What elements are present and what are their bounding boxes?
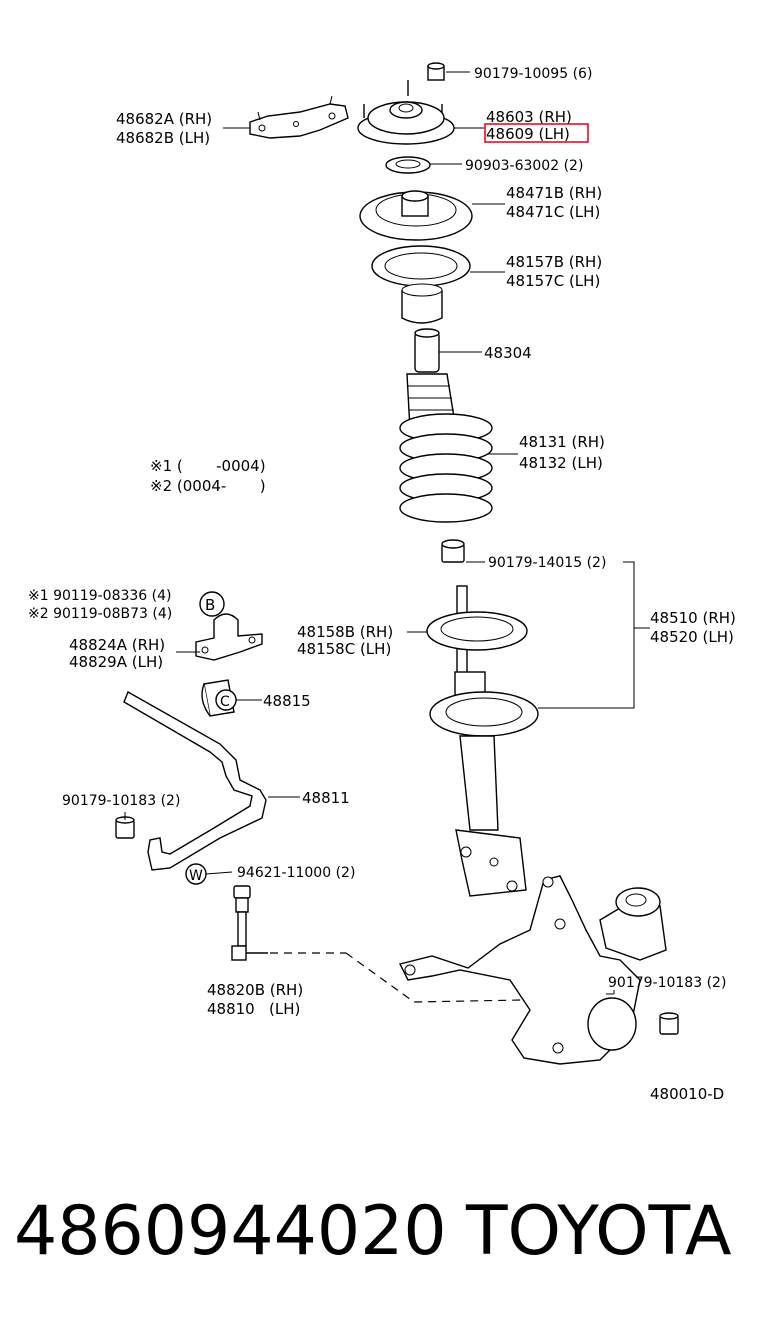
part-number: 4860944020: [14, 1192, 447, 1271]
label-strut-mount-rh[interactable]: 48603 (RH): [486, 108, 572, 126]
bearing-icon: [385, 156, 431, 174]
diagram-code: 480010-D: [650, 1085, 724, 1103]
label-stab-bracket-lh[interactable]: 48829A (LH): [69, 653, 163, 671]
ref-w-letter: W: [189, 868, 203, 884]
label-upper-seat-rh[interactable]: 48471B (RH): [506, 184, 602, 202]
label-link-lh[interactable]: 48810 (LH): [207, 1000, 300, 1018]
brand-name: TOYOTA: [466, 1192, 732, 1271]
ref-b-icon: [199, 591, 225, 617]
label-washer[interactable]: 94621-11000 (2): [237, 865, 355, 881]
mount-bracket-icon: [249, 95, 349, 139]
highlight-box: [484, 123, 589, 143]
label-link-rh[interactable]: 48820B (RH): [207, 981, 303, 999]
label-insulator-rh[interactable]: 48157B (RH): [506, 253, 602, 271]
label-strut-lh[interactable]: 48520 (LH): [650, 628, 734, 646]
label-mount-bracket-lh[interactable]: 48682B (LH): [116, 129, 210, 147]
label-lower-seat-lh[interactable]: 48158C (LH): [297, 640, 391, 658]
knuckle-nut-icon: [659, 1012, 679, 1035]
label-strut-nut[interactable]: 90179-14015 (2): [488, 555, 606, 571]
stabilizer-link-icon: [231, 885, 268, 961]
label-stab-bracket-rh[interactable]: 48824A (RH): [69, 636, 165, 654]
stabilizer-bracket-icon: [195, 613, 263, 661]
label-bolt-2[interactable]: ※2 90119-08B73 (4): [28, 606, 172, 622]
label-spring-lh[interactable]: 48132 (LH): [519, 454, 603, 472]
note-2: ※2 (0004- ): [150, 477, 266, 495]
label-stab-bar[interactable]: 48811: [302, 789, 350, 807]
spring-insulator-icon: [371, 245, 471, 324]
label-stab-nut[interactable]: 90179-10183 (2): [62, 793, 180, 809]
label-insulator-lh[interactable]: 48157C (LH): [506, 272, 600, 290]
top-nut-icon: [427, 62, 445, 81]
label-spring-rh[interactable]: 48131 (RH): [519, 433, 605, 451]
front-suspension-exploded-diagram: 90179-10095 (6) 48682A (RH) 48682B (LH) …: [28, 62, 736, 1103]
strut-nut-icon: [441, 539, 465, 563]
ref-b-letter: B: [205, 596, 215, 614]
label-upper-seat-lh[interactable]: 48471C (LH): [506, 203, 600, 221]
label-bolt-1[interactable]: ※1 90119-08336 (4): [28, 588, 172, 604]
label-bumper[interactable]: 48304: [484, 344, 532, 362]
coil-spring-icon: [399, 413, 493, 523]
label-strut-rh[interactable]: 48510 (RH): [650, 609, 736, 627]
stab-nut-icon: [115, 816, 135, 839]
stabilizer-bar-icon: [123, 690, 267, 871]
upper-spring-seat-icon: [359, 190, 473, 241]
ref-c-letter: C: [220, 694, 230, 710]
shock-absorber-icon: [426, 585, 539, 897]
steering-knuckle-icon: [398, 875, 667, 1065]
note-1: ※1 ( -0004): [150, 457, 266, 475]
label-lower-seat-rh[interactable]: 48158B (RH): [297, 623, 393, 641]
label-top-nut[interactable]: 90179-10095 (6): [474, 66, 592, 82]
label-strut-mount-lh[interactable]: 48609 (LH): [486, 125, 570, 143]
label-knuckle-nut[interactable]: 90179-10183 (2): [608, 975, 726, 991]
label-bushing[interactable]: 48815: [263, 692, 311, 710]
strut-mount-icon: [357, 80, 455, 145]
label-mount-bracket-rh[interactable]: 48682A (RH): [116, 110, 212, 128]
label-bearing[interactable]: 90903-63002 (2): [465, 158, 583, 174]
